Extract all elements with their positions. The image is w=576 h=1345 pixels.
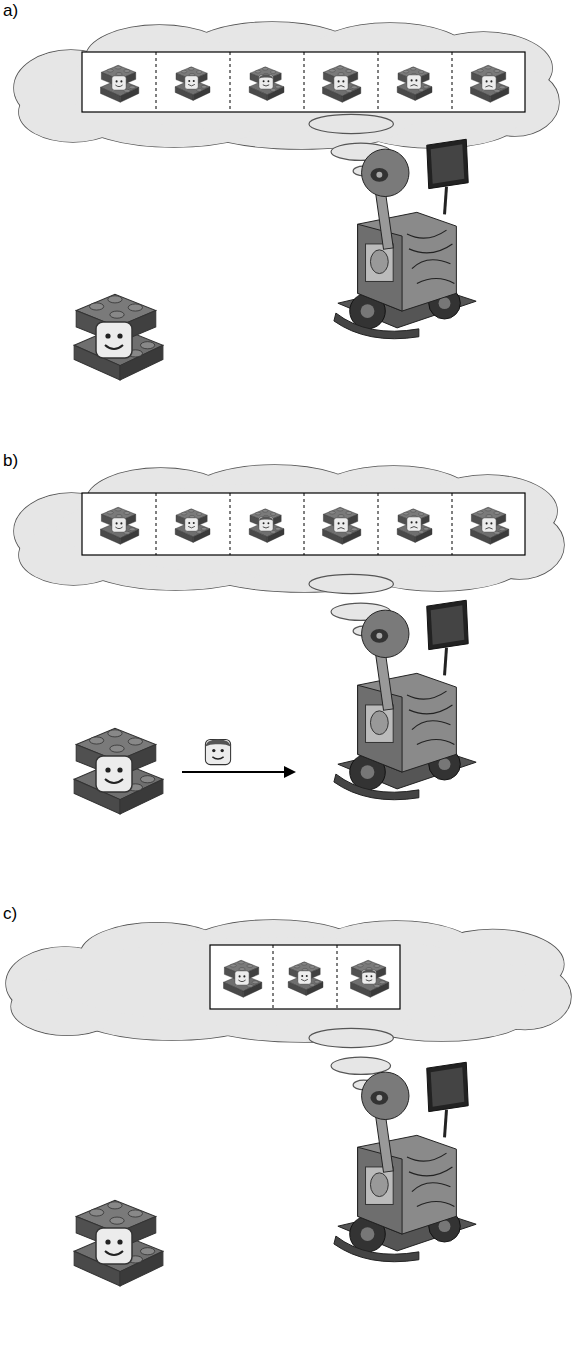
panel-c-art: [6, 920, 571, 1286]
panel-label: b): [3, 452, 18, 469]
panel-b-art: [14, 465, 564, 814]
panel-label: a): [3, 2, 18, 19]
panel-label: c): [3, 905, 17, 922]
panel-a-art: [14, 22, 559, 380]
